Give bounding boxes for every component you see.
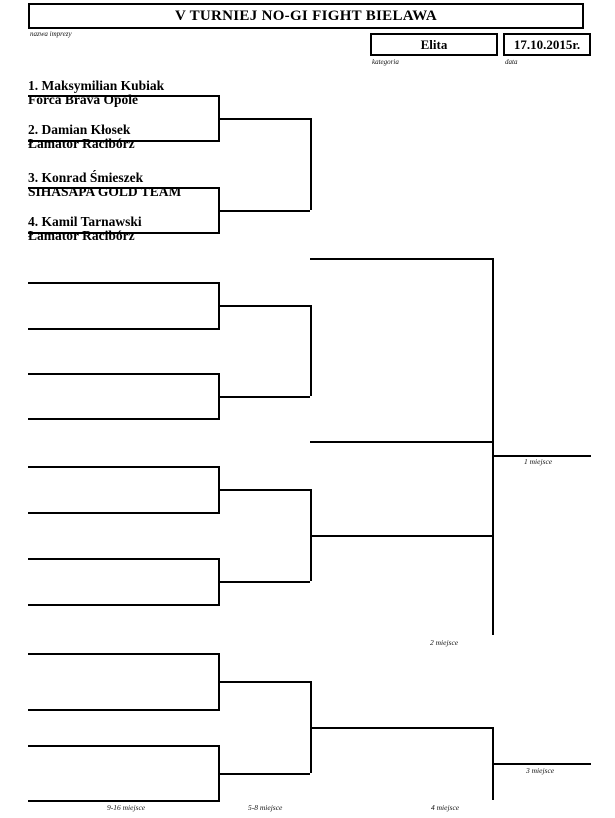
competitor-slot-3: 3. Konrad Śmieszek SIHASAPA GOLD TEAM bbox=[28, 171, 258, 199]
place-label-second: 2 miejsce bbox=[430, 638, 459, 647]
r1-rail bbox=[28, 418, 218, 420]
page-title: V TURNIEJ NO-GI FIGHT BIELAWA bbox=[174, 7, 438, 24]
third-place-rail bbox=[492, 763, 591, 765]
r2-rail bbox=[218, 581, 310, 583]
final-connector bbox=[492, 258, 494, 635]
r1-rail bbox=[28, 282, 218, 284]
r1-rail bbox=[28, 373, 218, 375]
r1-rail bbox=[28, 95, 218, 97]
r2-rail bbox=[218, 210, 310, 212]
competitor-club: Łamator Racibórz bbox=[28, 227, 135, 243]
event-title-box: V TURNIEJ NO-GI FIGHT BIELAWA bbox=[28, 3, 584, 29]
r1-rail bbox=[28, 709, 218, 711]
competitor-name: 3. Konrad Śmieszek bbox=[28, 170, 144, 185]
place-label-ninth-sixteenth: 9-16 miejsce bbox=[107, 803, 146, 812]
r1-rail bbox=[28, 512, 218, 514]
r2-connector bbox=[310, 305, 312, 396]
competitor-name: 1. Maksymilian Kubiak bbox=[28, 78, 165, 93]
competitor-name: 4. Kamil Tarnawski bbox=[28, 214, 142, 229]
r2-connector bbox=[310, 118, 312, 210]
r1-rail bbox=[28, 558, 218, 560]
r1-rail bbox=[28, 653, 218, 655]
place-label-third: 3 miejsce bbox=[526, 766, 555, 775]
r1-rail bbox=[28, 187, 218, 189]
first-place-rail bbox=[492, 455, 591, 457]
r2-rail bbox=[218, 773, 310, 775]
r3-rail bbox=[310, 258, 492, 260]
date-box: 17.10.2015r. bbox=[503, 33, 591, 56]
competitor-slot-4: 4. Kamil Tarnawski Łamator Racibórz bbox=[28, 215, 258, 243]
competitor-club: Łamator Racibórz bbox=[28, 135, 135, 151]
r1-rail bbox=[28, 466, 218, 468]
event-title-caption: nazwa imprezy bbox=[30, 30, 72, 38]
r2-rail bbox=[218, 396, 310, 398]
place-label-fourth: 4 miejsce bbox=[431, 803, 460, 812]
r2-rail bbox=[218, 681, 310, 683]
r2-rail bbox=[218, 305, 310, 307]
place-label-first: 1 miejsce bbox=[524, 457, 553, 466]
place-label-fifth-eighth: 5-8 miejsce bbox=[248, 803, 283, 812]
r1-rail bbox=[28, 232, 218, 234]
competitor-name: 2. Damian Kłosek bbox=[28, 122, 131, 137]
r3-rail bbox=[310, 727, 492, 729]
category-caption: kategoria bbox=[372, 58, 399, 66]
category-box: Elita bbox=[370, 33, 498, 56]
date-caption: data bbox=[505, 58, 518, 66]
competitor-slot-2: 2. Damian Kłosek Łamator Racibórz bbox=[28, 123, 258, 151]
r1-rail bbox=[28, 328, 218, 330]
category-value: Elita bbox=[420, 36, 448, 52]
r1-rail bbox=[28, 800, 218, 802]
r3-rail bbox=[310, 441, 492, 443]
r1-rail bbox=[28, 140, 218, 142]
competitor-slot-1: 1. Maksymilian Kubiak Forca Brava Opole bbox=[28, 79, 258, 107]
r1-rail bbox=[28, 745, 218, 747]
r1-rail bbox=[28, 604, 218, 606]
date-value: 17.10.2015r. bbox=[513, 36, 581, 52]
r2-rail bbox=[218, 489, 310, 491]
r3-rail bbox=[310, 535, 492, 537]
r2-rail bbox=[218, 118, 310, 120]
